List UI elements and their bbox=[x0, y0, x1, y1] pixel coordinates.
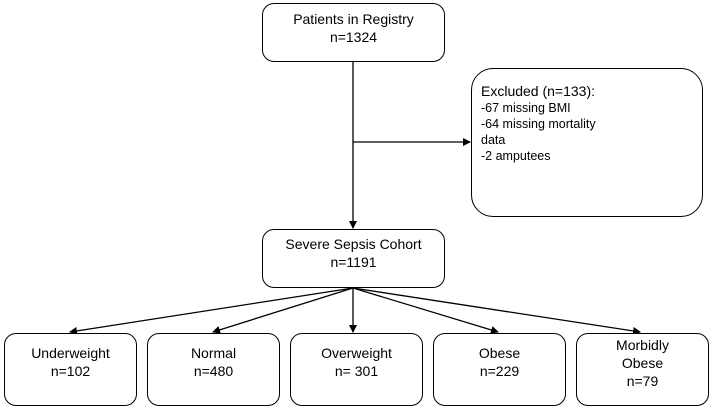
arrow-cohort-to-underweight bbox=[69, 287, 354, 335]
excluded-reason: -67 missing BMI bbox=[481, 101, 571, 115]
group-count: n=480 bbox=[193, 363, 234, 379]
cohort-title: Severe Sepsis Cohort bbox=[285, 236, 422, 252]
excluded-reason: -2 amputees bbox=[481, 149, 551, 163]
arrow-cohort-to-morbidly-obese bbox=[352, 287, 641, 335]
group-box-normal: Normal n=480 bbox=[147, 333, 280, 406]
group-box-overweight: Overweight n= 301 bbox=[290, 333, 423, 406]
cohort-count: n=1191 bbox=[330, 254, 377, 270]
group-box-underweight: Underweight n=102 bbox=[4, 333, 137, 406]
group-label: Obese bbox=[478, 345, 521, 361]
group-count: n=229 bbox=[479, 363, 520, 379]
group-label: Obese bbox=[621, 355, 664, 371]
arrow-cohort-to-obese bbox=[352, 287, 499, 334]
arrow-cohort-to-normal bbox=[212, 287, 354, 334]
group-count: n=102 bbox=[50, 363, 91, 379]
group-count: n= 301 bbox=[334, 363, 379, 379]
registry-count: n=1324 bbox=[329, 29, 378, 45]
excluded-box: Excluded (n=133): -67 missing BMI -64 mi… bbox=[471, 68, 703, 217]
excluded-title: Excluded (n=133): bbox=[481, 83, 596, 99]
registry-box: Patients in Registry n=1324 bbox=[262, 3, 445, 62]
cohort-box: Severe Sepsis Cohort n=1191 bbox=[262, 229, 445, 288]
group-label: Normal bbox=[190, 345, 237, 361]
group-box-obese: Obese n=229 bbox=[433, 333, 566, 406]
registry-title: Patients in Registry bbox=[293, 11, 414, 27]
excluded-reason: -64 missing mortality bbox=[481, 117, 596, 131]
group-count: n=79 bbox=[626, 373, 659, 389]
excluded-reason: data bbox=[481, 133, 506, 147]
group-label: Underweight bbox=[31, 345, 110, 361]
group-label: Morbidly bbox=[616, 337, 669, 353]
group-label: Overweight bbox=[321, 345, 392, 361]
group-box-morbidly-obese: Morbidly Obese n=79 bbox=[576, 333, 709, 406]
